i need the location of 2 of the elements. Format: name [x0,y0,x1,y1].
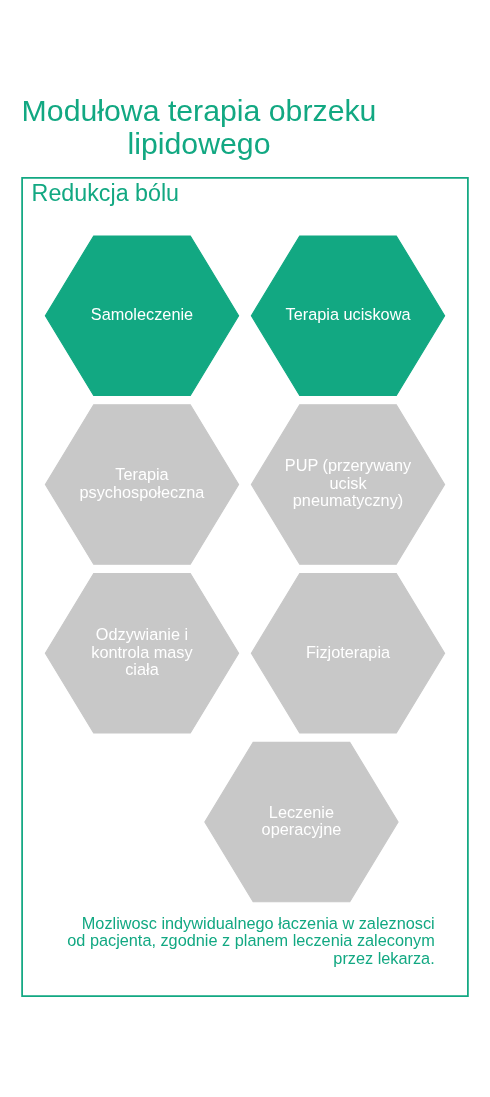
label: Mozliwosc indywidualnego łaczenia w zaleznosci od pacjenta, zgodnie z planem leczenia zaleconym przez lekarza. [67,913,435,967]
diagram-title: Modułowa terapia obrzeku lipidowego [21,93,377,161]
